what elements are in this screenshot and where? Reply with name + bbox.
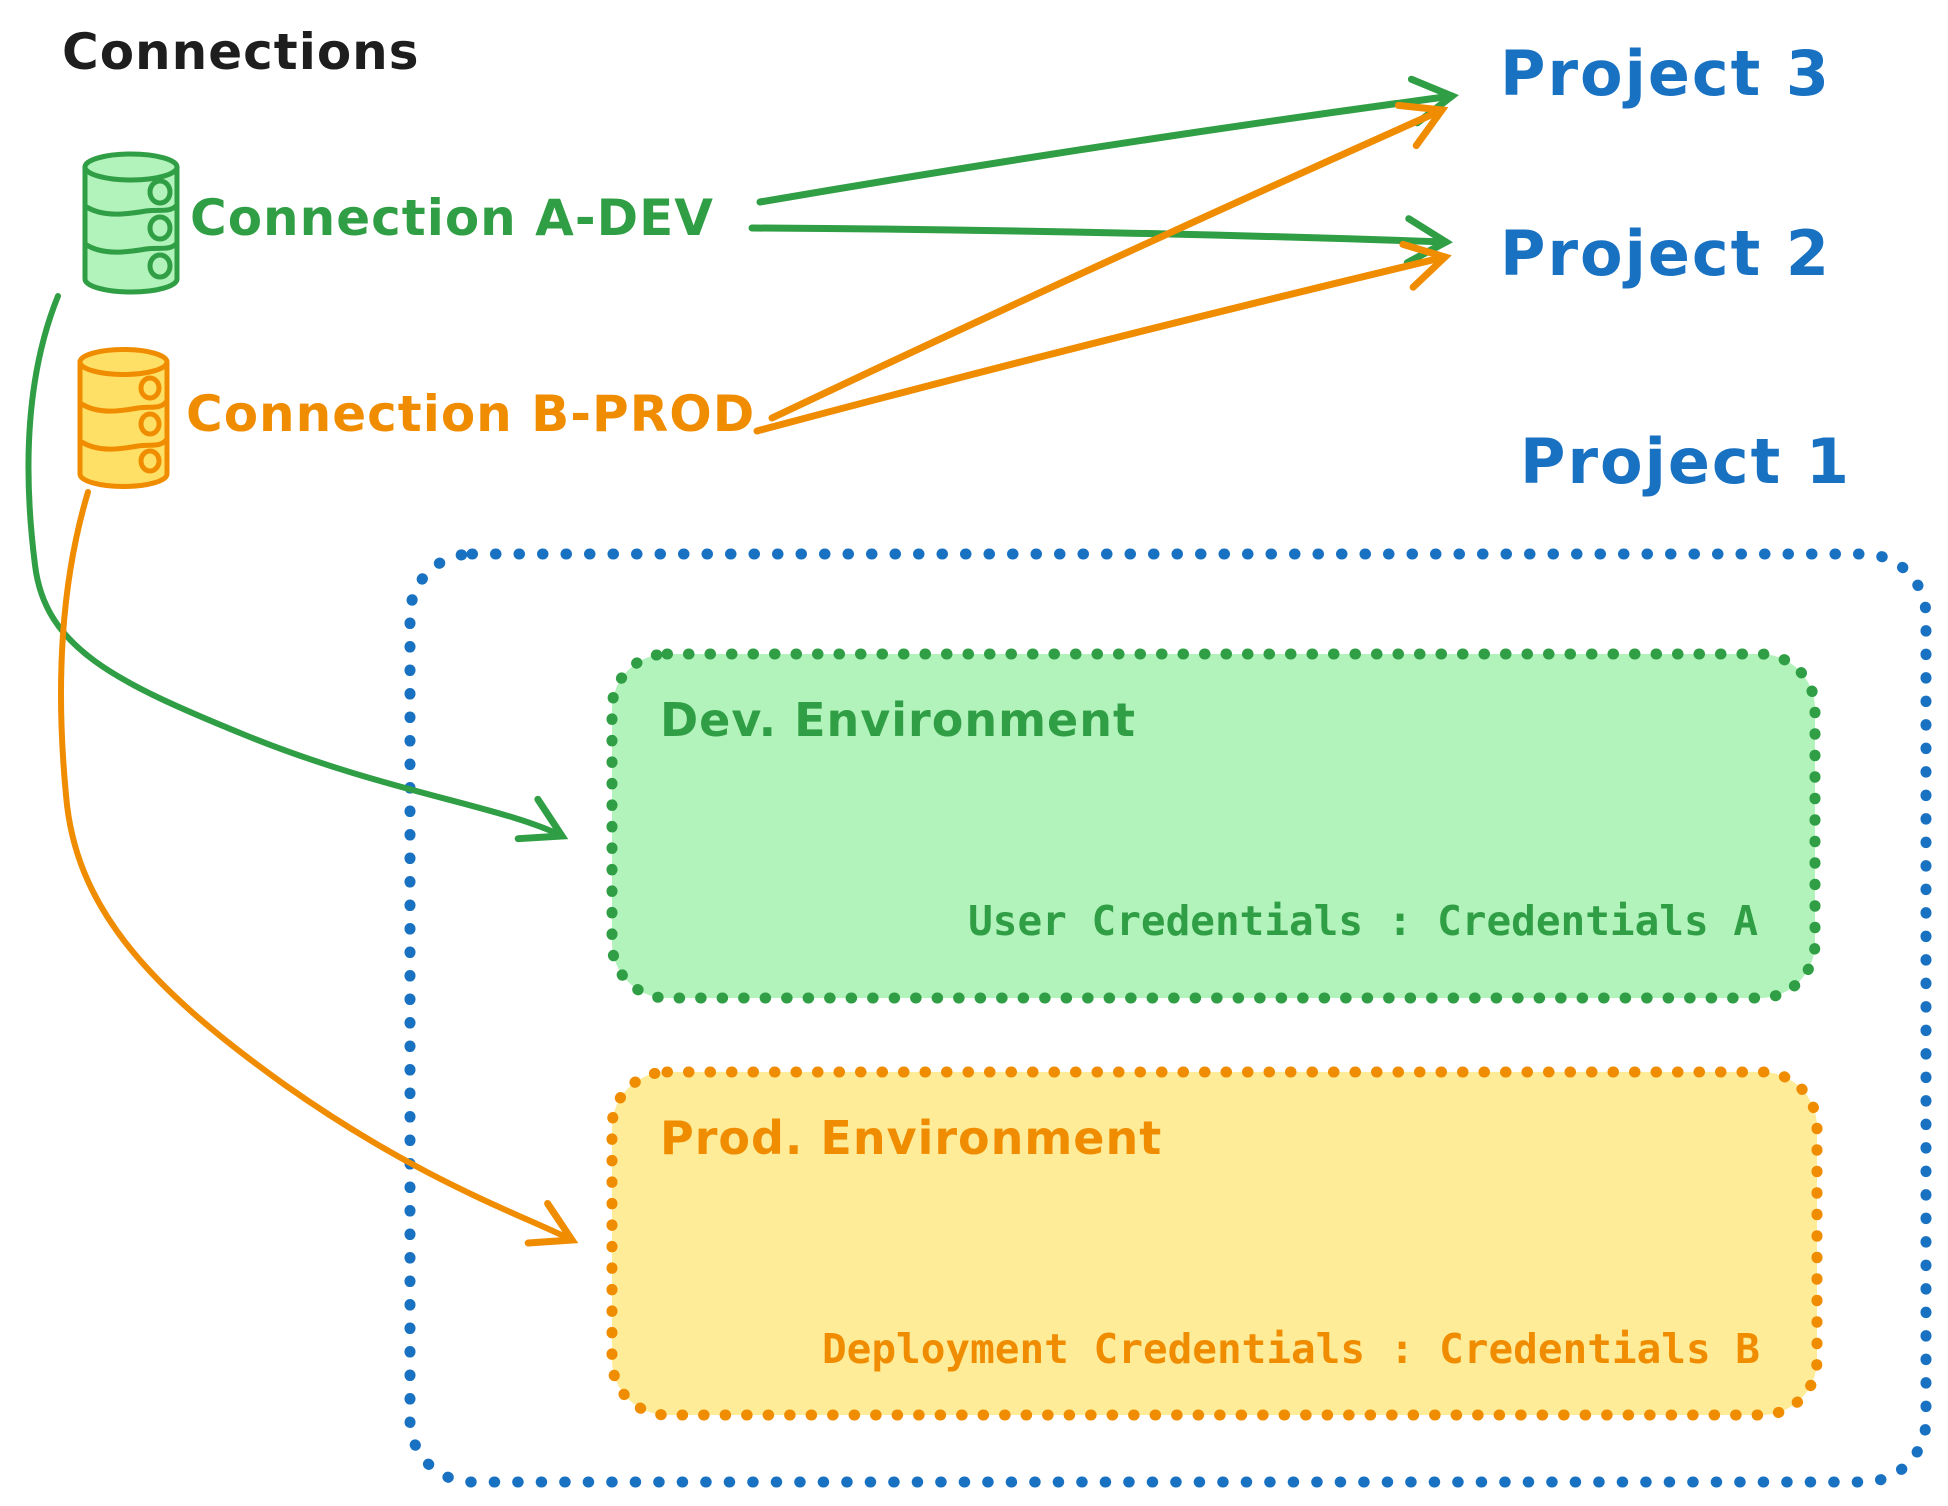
project-2-label: Project 2: [1500, 217, 1832, 290]
project-1-label: Project 1: [1520, 425, 1852, 498]
arrow-b-prod-to-project-2: [753, 240, 1452, 435]
dev-environment-credentials: User Credentials : Credentials A: [968, 897, 1758, 945]
arrow-b-prod-to-project-3: [768, 101, 1449, 422]
project-1-container-box: [404, 548, 1932, 1488]
arrow-a-dev-to-dev-environment: [25, 293, 569, 843]
arrow-b-prod-to-prod-environment: [58, 489, 579, 1247]
dev-environment-title: Dev. Environment: [660, 693, 1136, 747]
arrow-a-dev-to-project-3: [756, 75, 1459, 206]
prod-environment-credentials: Deployment Credentials : Credentials B: [822, 1325, 1760, 1373]
dev-environment-box: [606, 648, 1821, 1004]
connections-title: Connections: [62, 23, 420, 81]
connection-a-dev-label: Connection A-DEV: [190, 189, 714, 247]
prod-environment-box: [606, 1066, 1823, 1421]
arrow-a-dev-to-project-2: [748, 215, 1453, 267]
connection-b-prod-label: Connection B-PROD: [186, 385, 756, 443]
prod-environment-title: Prod. Environment: [660, 1111, 1163, 1165]
database-icon: [77, 347, 170, 489]
database-icon: [82, 151, 180, 295]
project-3-label: Project 3: [1500, 37, 1832, 110]
